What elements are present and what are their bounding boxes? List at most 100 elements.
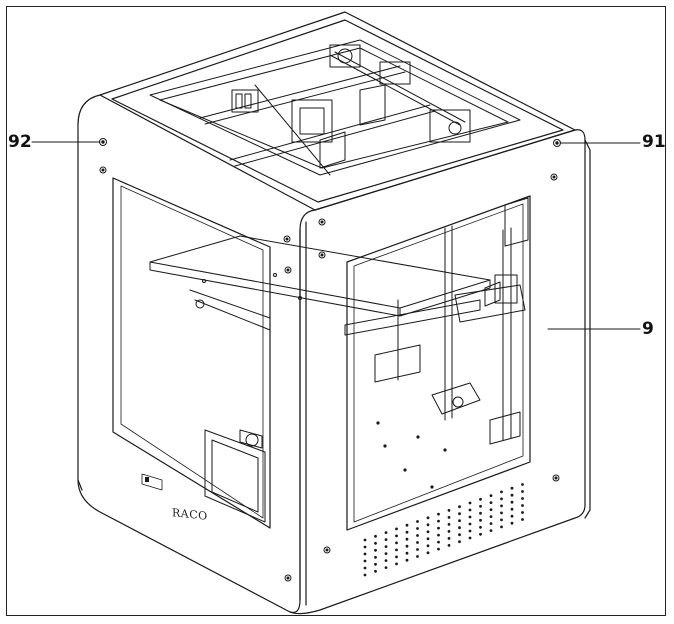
vent-hole xyxy=(500,497,503,501)
vent-hole xyxy=(416,520,419,523)
vent-hole xyxy=(447,544,451,547)
print-bed xyxy=(149,235,491,336)
vent-hole xyxy=(458,540,461,544)
vent-hole xyxy=(500,518,503,522)
vent-hole xyxy=(479,504,482,508)
vent-hole xyxy=(521,504,524,507)
vent-hole xyxy=(468,501,472,505)
vent-hole xyxy=(363,552,367,556)
reference-label-9: 9 xyxy=(642,319,654,339)
vent-hole xyxy=(405,530,409,534)
vent-hole xyxy=(405,551,409,555)
vent-hole xyxy=(458,512,461,516)
vent-hole xyxy=(510,521,514,525)
vent-hole xyxy=(458,533,461,537)
cabinet-body xyxy=(77,11,591,615)
left-window xyxy=(112,177,271,529)
vent-hole xyxy=(374,562,377,566)
vent-hole xyxy=(384,566,388,569)
front-window xyxy=(346,195,531,531)
vent-hole xyxy=(479,525,482,529)
vent-hole xyxy=(510,486,514,490)
vent-hole xyxy=(510,514,514,518)
vent-hole xyxy=(479,518,482,522)
vent-hole xyxy=(426,551,430,555)
vent-hole xyxy=(510,507,514,511)
vent-hole xyxy=(521,518,524,521)
reference-label-92: 92 xyxy=(8,132,32,152)
vent-hole xyxy=(426,544,430,548)
vent-hole xyxy=(489,494,493,497)
vent-hole xyxy=(426,523,430,527)
vent-hole xyxy=(468,508,472,512)
vent-hole xyxy=(447,530,451,533)
vent-hole xyxy=(521,497,524,500)
vent-hole xyxy=(521,511,524,514)
vent-hole xyxy=(437,519,440,523)
vent-hole xyxy=(395,541,398,545)
control-screen xyxy=(204,429,266,523)
vent-hole xyxy=(426,530,430,534)
vent-hole xyxy=(489,508,493,511)
vent-hole xyxy=(447,509,451,512)
vent-hole xyxy=(458,505,461,509)
vent-hole xyxy=(468,515,472,519)
vent-hole xyxy=(416,548,419,551)
vent-hole xyxy=(374,548,377,552)
vent-hole xyxy=(479,532,482,536)
vent-hole xyxy=(521,483,524,486)
leader-lines xyxy=(31,141,641,330)
vent-hole xyxy=(416,534,419,537)
vent-hole xyxy=(363,566,367,570)
vent-hole xyxy=(416,541,419,544)
vent-hole xyxy=(416,527,419,530)
vent-hole xyxy=(437,533,440,537)
vent-hole xyxy=(395,562,398,566)
vent-hole xyxy=(468,522,472,526)
vent-hole xyxy=(395,534,398,538)
vent-hole xyxy=(384,552,388,555)
brand-badge xyxy=(141,473,163,491)
vent-hole xyxy=(363,559,367,563)
vent-hole xyxy=(500,511,503,515)
vent-hole xyxy=(468,529,472,533)
vent-hole xyxy=(447,523,451,526)
vent-hole xyxy=(500,525,503,529)
vent-hole xyxy=(458,526,461,530)
vent-hole xyxy=(384,545,388,548)
vent-hole xyxy=(447,537,451,540)
vent-hole xyxy=(489,522,493,525)
vent-hole xyxy=(405,537,409,541)
vent-hole xyxy=(374,534,377,538)
vent-hole xyxy=(384,531,388,534)
vent-hole xyxy=(479,511,482,515)
floor-holes xyxy=(376,421,447,489)
vent-hole xyxy=(437,540,440,544)
reference-label-91: 91 xyxy=(642,132,666,152)
vent-hole xyxy=(521,490,524,493)
vent-hole xyxy=(395,548,398,552)
vent-hole xyxy=(458,519,461,523)
vent-hole xyxy=(416,555,419,558)
vent-hole xyxy=(437,526,440,530)
vent-hole xyxy=(426,516,430,520)
vent-hole xyxy=(437,512,440,516)
figure-frame xyxy=(6,6,666,616)
z-axis xyxy=(374,197,529,445)
vent-hole xyxy=(395,527,398,531)
vent-hole xyxy=(489,515,493,518)
screw-holes xyxy=(99,138,561,582)
vent-hole xyxy=(384,559,388,562)
vent-hole xyxy=(510,500,514,504)
vent-hole xyxy=(437,547,440,551)
vent-hole xyxy=(363,538,367,542)
top-gantry xyxy=(149,39,521,176)
vent-hole xyxy=(447,516,451,519)
vent-hole xyxy=(405,544,409,548)
vent-hole xyxy=(374,541,377,545)
ventilation-holes xyxy=(363,483,524,577)
vent-hole xyxy=(489,529,493,532)
vent-hole xyxy=(363,545,367,549)
vent-hole xyxy=(363,573,367,577)
